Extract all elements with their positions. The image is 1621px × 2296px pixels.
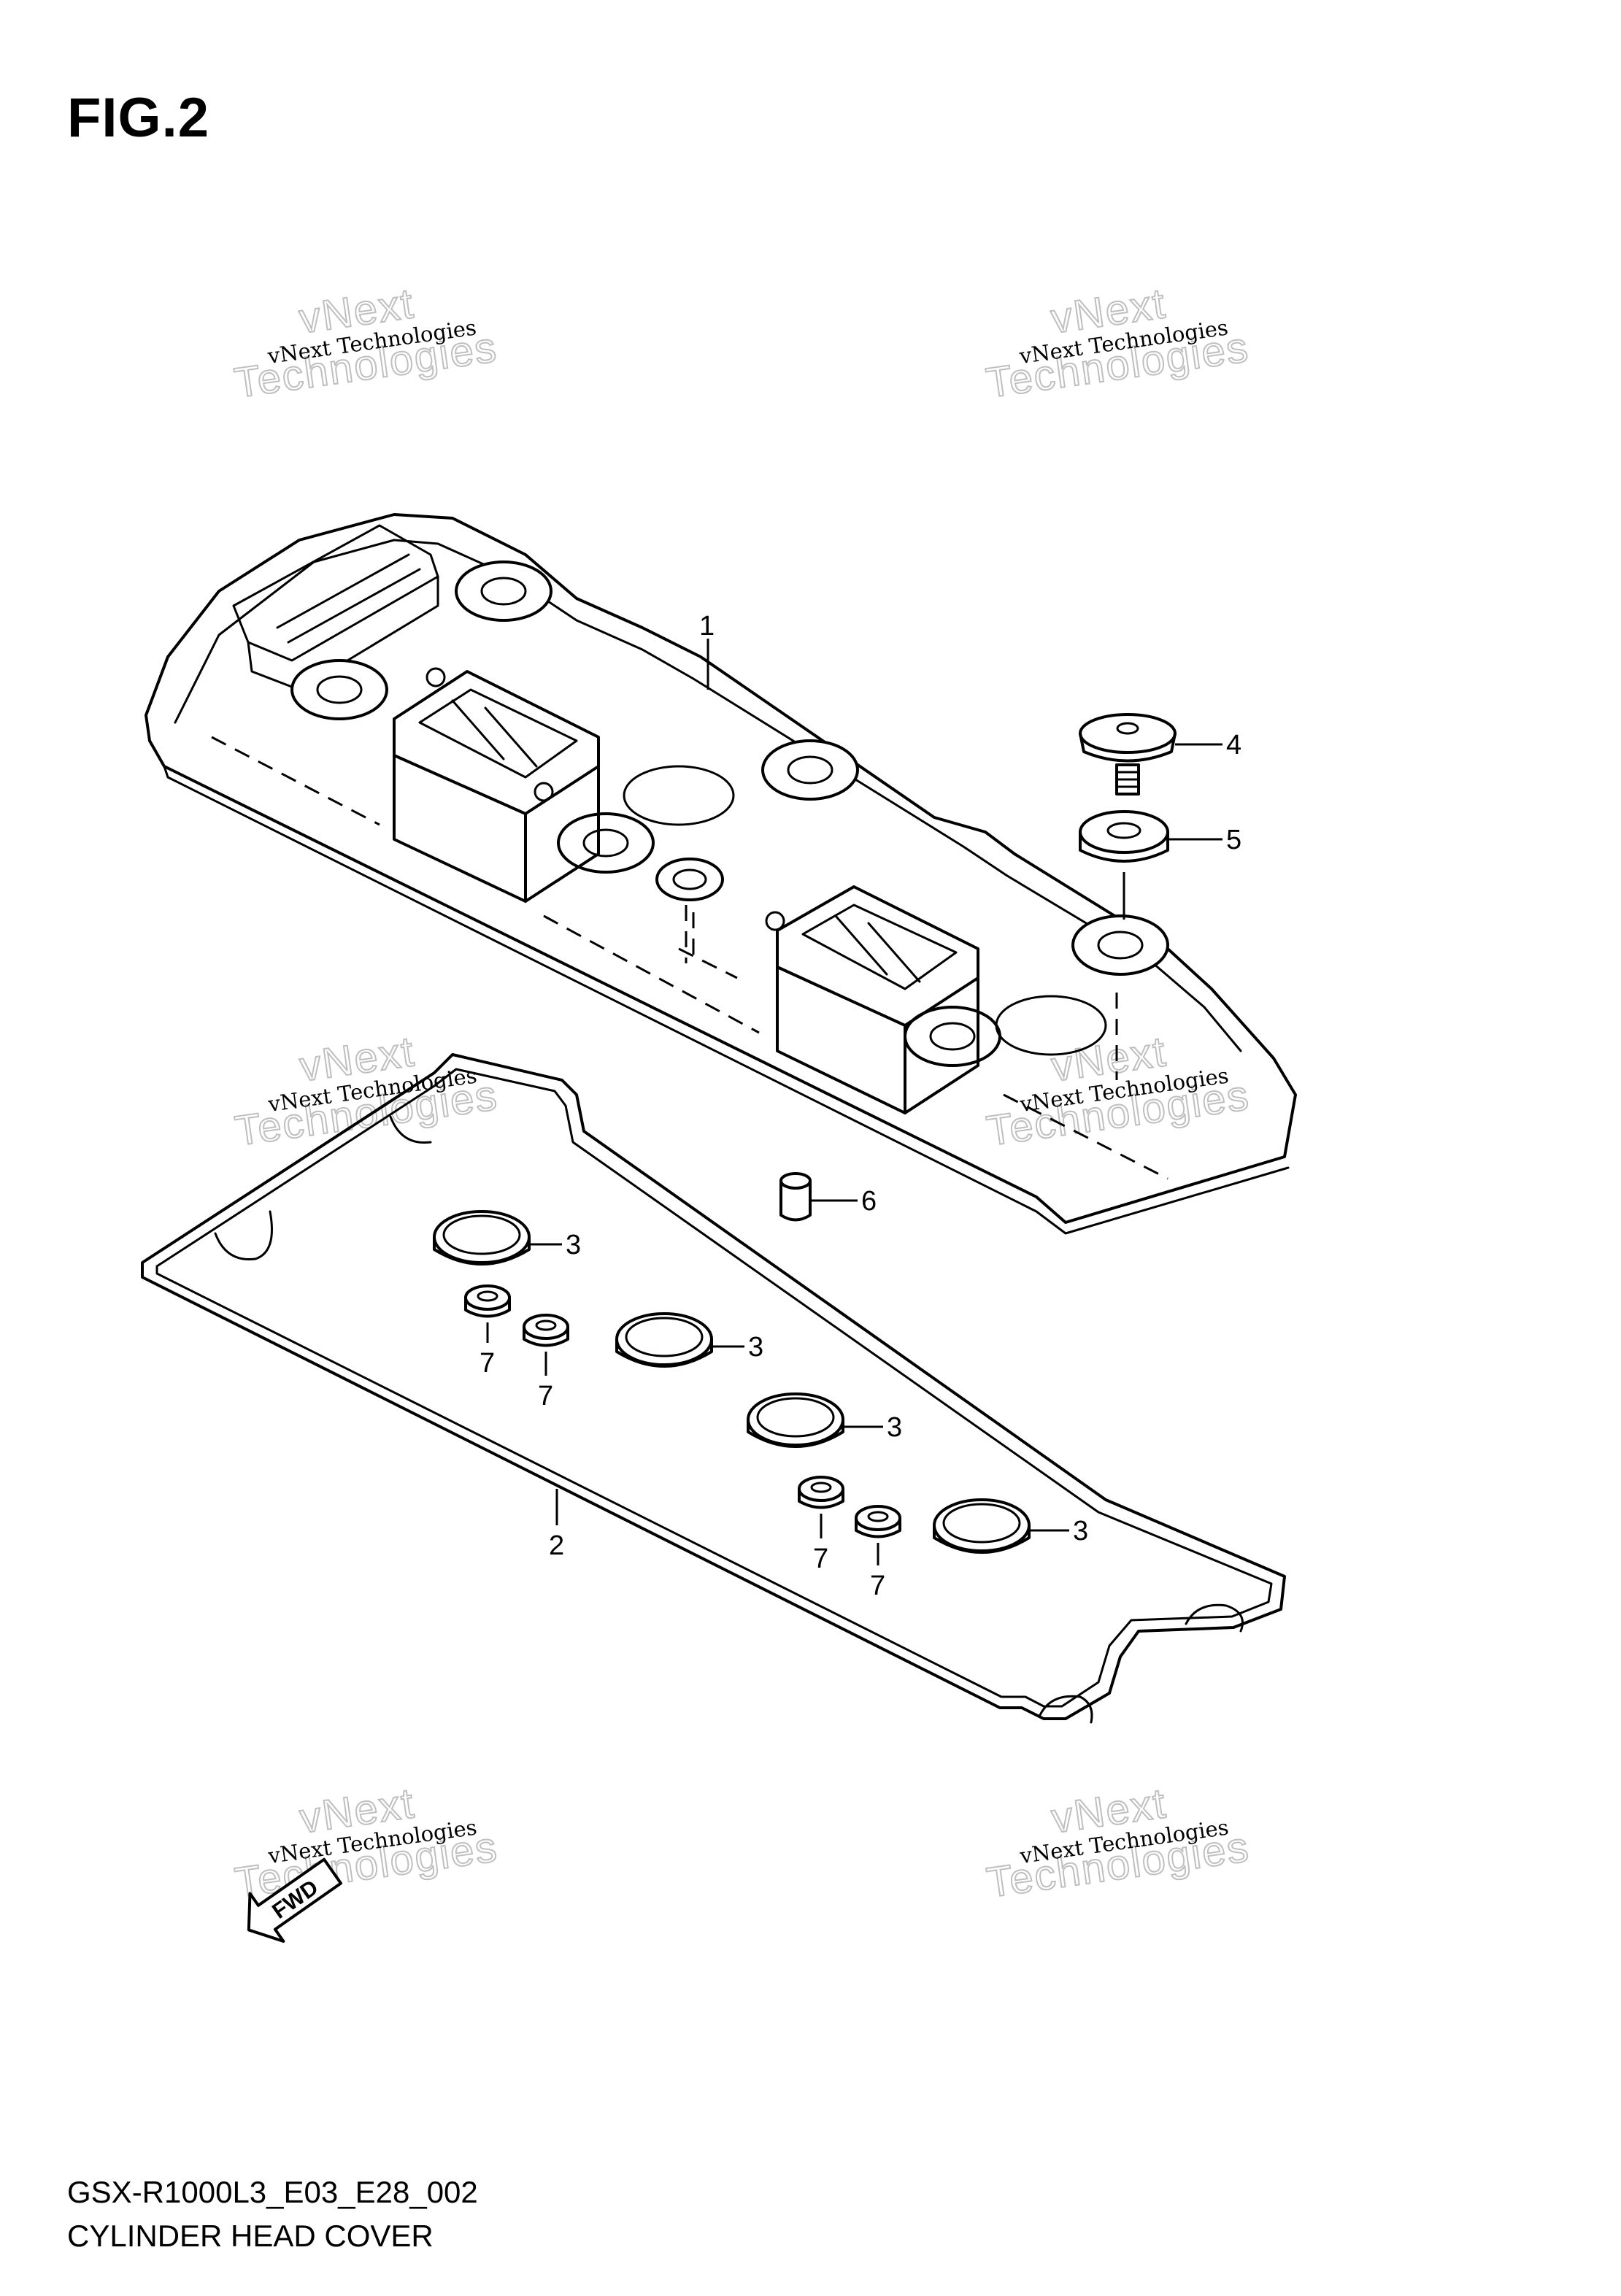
callout-7c: 7: [813, 1544, 828, 1574]
part-bolt: [1079, 713, 1177, 795]
callout-7d: 7: [870, 1571, 885, 1601]
part-seal-c: [798, 1476, 844, 1509]
watermark-bottom-right: vNext Technologies vNext Technologies: [983, 1779, 1253, 1908]
part-washer: [1079, 810, 1169, 863]
boss-5: [1071, 914, 1169, 976]
callout-5: 5: [1226, 825, 1241, 855]
figure-title: FIG.2: [67, 87, 210, 149]
callout-7a: 7: [480, 1348, 495, 1379]
callout-3b: 3: [748, 1332, 763, 1363]
part-plug-gasket-c: [747, 1392, 844, 1448]
part-seal-d: [855, 1505, 901, 1538]
part-plug-gasket-d: [933, 1498, 1031, 1554]
callout-4: 4: [1226, 730, 1241, 760]
callout-7b: 7: [538, 1381, 553, 1411]
boss-4: [557, 812, 655, 874]
leader-lines: [486, 639, 1223, 1565]
callout-3c: 3: [887, 1412, 902, 1443]
callout-6: 6: [861, 1186, 877, 1217]
part-seal-b: [523, 1314, 569, 1347]
callout-2: 2: [549, 1530, 564, 1561]
boss-1: [455, 560, 552, 622]
part-cylinder-head-cover: [145, 513, 1297, 1235]
model-code: GSX-R1000L3_E03_E28_002: [67, 2175, 478, 2209]
part-dowel-pin: [779, 1172, 812, 1222]
watermark-top-right: vNext Technologies vNext Technologies: [982, 279, 1252, 408]
watermark-mid-left: vNext Technologies vNext Technologies: [231, 1027, 501, 1156]
part-plug-gasket-a: [433, 1210, 531, 1266]
part-plug-gasket-b: [615, 1312, 713, 1368]
boss-2: [290, 659, 388, 720]
watermark-mid-right: vNext Technologies vNext Technologies: [983, 1027, 1253, 1156]
section-name: CYLINDER HEAD COVER: [67, 2219, 434, 2253]
watermark-top-left: vNext Technologies vNext Technologies: [231, 279, 501, 408]
part-cover-gasket: [141, 1053, 1286, 1724]
callout-1: 1: [699, 611, 715, 642]
watermark-bottom-left: vNext Technologies vNext Technologies: [231, 1779, 501, 1908]
part-seal-a: [464, 1284, 511, 1318]
callout-3a: 3: [566, 1230, 581, 1260]
callout-3d: 3: [1073, 1516, 1088, 1546]
boss-3: [761, 739, 859, 801]
